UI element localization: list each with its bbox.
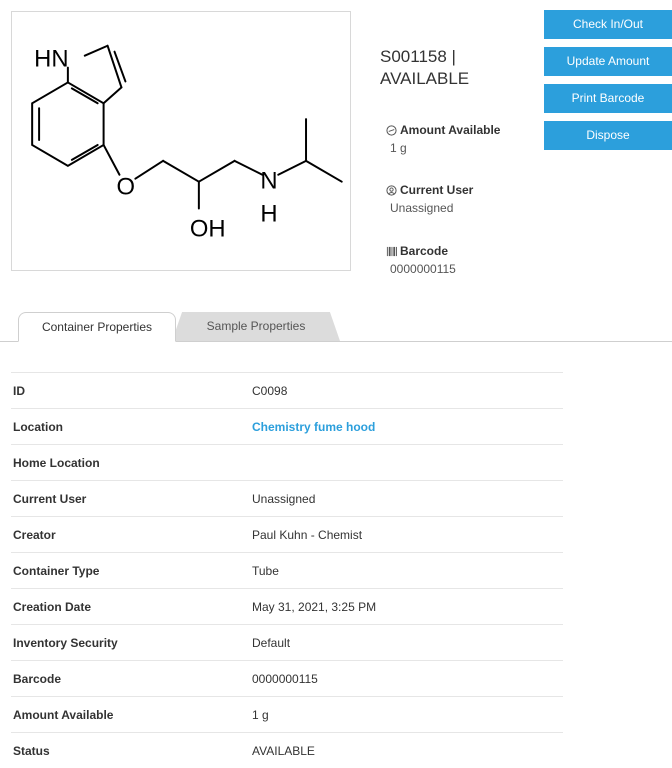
atom-label-o: O	[117, 174, 136, 201]
atom-label-oh: OH	[190, 215, 226, 242]
property-value: 0000000115	[252, 661, 563, 697]
barcode-value: 0000000115	[390, 262, 456, 276]
user-info: Current User Unassigned	[390, 183, 473, 215]
property-value: AVAILABLE	[252, 733, 563, 768]
atom-label-h: H	[260, 200, 277, 227]
property-key: Current User	[11, 481, 252, 517]
molecule-drawing: HN O N H OH	[12, 12, 350, 270]
property-key: Creator	[11, 517, 252, 553]
tab-sample-properties[interactable]: Sample Properties	[172, 312, 340, 341]
tab-bar: Sample Properties Container Properties	[0, 312, 672, 342]
property-key: Barcode	[11, 661, 252, 697]
barcode-info: Barcode 0000000115	[390, 244, 456, 276]
user-icon	[386, 185, 397, 196]
property-value: 1 g	[252, 697, 563, 733]
barcode-icon	[386, 246, 397, 257]
check-in-out-button[interactable]: Check In/Out	[544, 10, 672, 39]
property-key: Amount Available	[11, 697, 252, 733]
property-key: Status	[11, 733, 252, 768]
property-value: Default	[252, 625, 563, 661]
property-key: Inventory Security	[11, 625, 252, 661]
property-key: ID	[11, 373, 252, 409]
property-key: Home Location	[11, 445, 252, 481]
user-label-row: Current User	[386, 183, 473, 197]
tab-container-properties[interactable]: Container Properties	[18, 312, 176, 342]
page-title: S001158 | AVAILABLE	[380, 46, 530, 90]
structure-image: HN O N H OH	[11, 11, 351, 271]
user-label: Current User	[400, 183, 473, 197]
action-buttons: Check In/Out Update Amount Print Barcode…	[544, 10, 672, 158]
property-value: May 31, 2021, 3:25 PM	[252, 589, 563, 625]
property-value: Unassigned	[252, 481, 563, 517]
property-value: C0098	[252, 373, 563, 409]
table-row: Home Location	[11, 445, 563, 481]
amount-value: 1 g	[390, 141, 500, 155]
property-value: Paul Kuhn - Chemist	[252, 517, 563, 553]
sample-status: AVAILABLE	[380, 68, 530, 90]
property-key: Creation Date	[11, 589, 252, 625]
barcode-label-row: Barcode	[386, 244, 456, 258]
barcode-label: Barcode	[400, 244, 448, 258]
property-key: Container Type	[11, 553, 252, 589]
print-barcode-button[interactable]: Print Barcode	[544, 84, 672, 113]
atom-label-nh: HN	[34, 46, 68, 73]
sample-id: S001158 |	[380, 46, 530, 68]
amount-icon	[386, 125, 397, 136]
user-value: Unassigned	[390, 201, 473, 215]
amount-label: Amount Available	[400, 123, 500, 137]
amount-label-row: Amount Available	[386, 123, 500, 137]
atom-label-n: N	[260, 168, 277, 195]
location-link[interactable]: Chemistry fume hood	[252, 409, 563, 445]
update-amount-button[interactable]: Update Amount	[544, 47, 672, 76]
property-value	[252, 445, 563, 481]
property-value: Tube	[252, 553, 563, 589]
dispose-button[interactable]: Dispose	[544, 121, 672, 150]
property-key: Location	[11, 409, 252, 445]
amount-info: Amount Available 1 g	[390, 123, 500, 155]
